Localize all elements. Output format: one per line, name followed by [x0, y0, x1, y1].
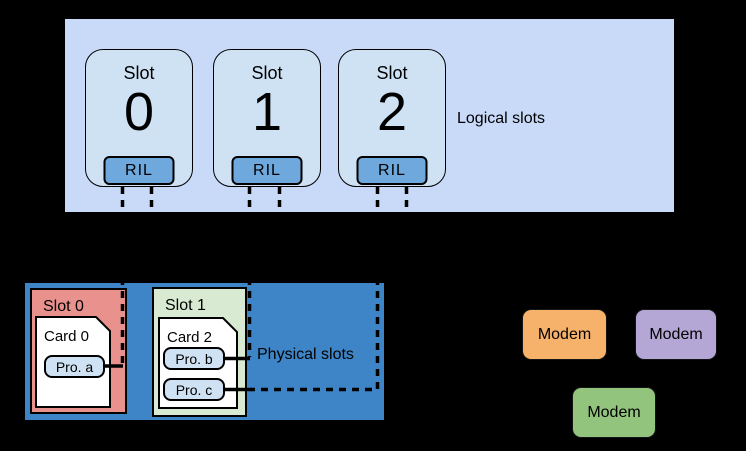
- profile-b: Pro. b: [163, 347, 225, 370]
- profile-a: Pro. a: [44, 355, 105, 378]
- ril-badge-0: RIL: [103, 156, 175, 185]
- physical-slot-1-title: Slot 1: [165, 297, 206, 314]
- ril-badge-2: RIL: [356, 156, 428, 185]
- physical-slots-label: Physical slots: [257, 346, 354, 363]
- logical-slots-container: Slot 0 RIL Slot 1 RIL Slot 2 RIL: [63, 17, 676, 214]
- modem-purple: Modem: [635, 309, 717, 360]
- profile-c: Pro. c: [163, 378, 225, 401]
- logical-slots-label: Logical slots: [457, 110, 546, 127]
- logical-slot-0-number: 0: [123, 82, 155, 142]
- sim-card-2: Card 2 Pro. b Pro. c: [158, 317, 238, 409]
- physical-slot-0-title: Slot 0: [43, 298, 84, 315]
- logical-slot-1: Slot 1 RIL: [213, 49, 321, 187]
- ril-badge-1: RIL: [231, 156, 303, 185]
- logical-slot-0: Slot 0 RIL: [85, 49, 193, 187]
- logical-slot-1-number: 1: [251, 82, 283, 142]
- physical-slot-0: Slot 0 Card 0 Pro. a: [30, 288, 127, 414]
- logical-slot-2: Slot 2 RIL: [338, 49, 446, 187]
- modem-orange: Modem: [522, 309, 607, 360]
- logical-slot-2-name: Slot: [376, 63, 408, 83]
- sim-card-2-title: Card 2: [167, 329, 213, 346]
- sim-card-0: Card 0 Pro. a: [35, 316, 111, 408]
- modem-green: Modem: [572, 387, 656, 438]
- physical-slot-1: Slot 1 Card 2 Pro. b Pro. c: [152, 287, 247, 417]
- sim-card-0-title: Card 0: [44, 328, 90, 345]
- logical-slot-1-name: Slot: [251, 63, 283, 83]
- logical-slot-2-number: 2: [376, 82, 408, 142]
- logical-slot-0-name: Slot: [123, 63, 155, 83]
